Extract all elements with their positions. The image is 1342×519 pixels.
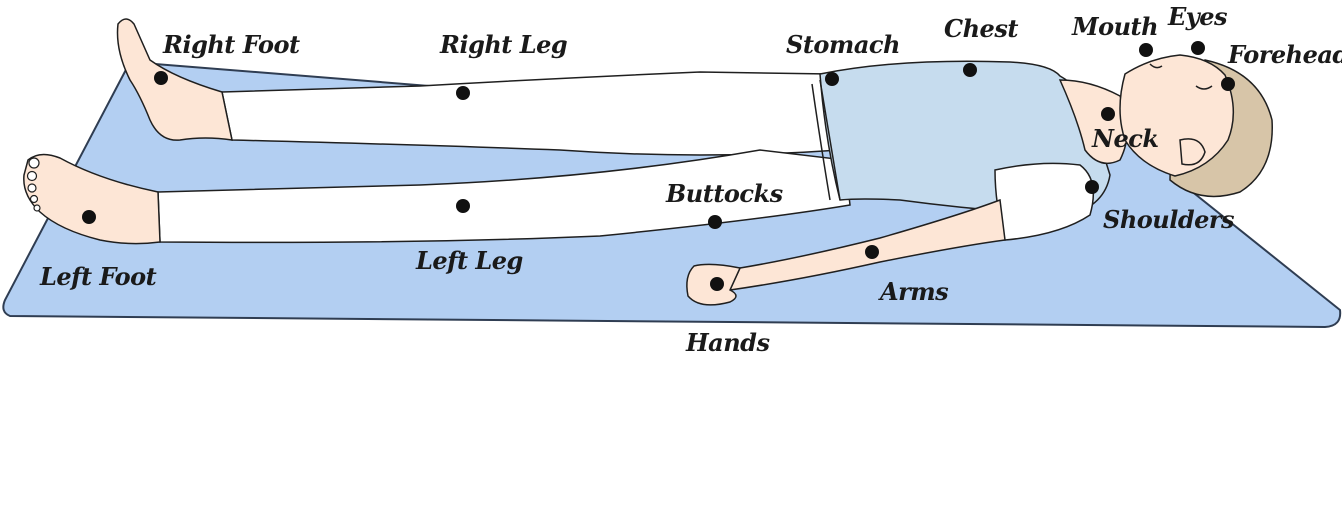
neck-shape [1058,79,1129,165]
label-buttocks: Buttocks [666,179,783,208]
marker-arms [865,245,879,259]
face-shape [1119,54,1235,177]
label-left-leg: Left Leg [416,246,523,275]
label-stomach: Stomach [786,30,900,59]
label-chest: Chest [944,14,1018,43]
label-right-leg: Right Leg [440,30,568,59]
marker-buttocks [708,215,722,229]
left-toe-5 [33,204,41,212]
label-neck: Neck [1092,124,1159,153]
marker-hands [710,277,724,291]
right-foot-shape [116,18,233,141]
label-arms: Arms [880,277,949,306]
closed-eye [1195,85,1213,90]
marker-stomach [825,72,839,86]
waistband-line [819,79,841,201]
right-leg-shape [221,71,841,156]
marker-chest [963,63,977,77]
marker-neck [1101,107,1115,121]
label-left-foot: Left Foot [40,262,157,291]
ear-shape [1179,138,1206,166]
left-toe-4 [29,194,39,204]
left-toe-1 [28,157,40,169]
waistband-line-2 [811,83,831,201]
label-eyes: Eyes [1168,2,1228,31]
marker-forehead [1221,77,1235,91]
label-hands: Hands [686,328,770,357]
label-mouth: Mouth [1072,12,1159,41]
marker-right-foot [154,71,168,85]
label-right-foot: Right Foot [163,30,300,59]
label-forehead: Forehead [1228,40,1342,69]
mouth-shape [1149,63,1163,69]
label-shoulders: Shoulders [1103,205,1235,234]
left-leg-shape [157,149,851,244]
marker-mouth [1139,43,1153,57]
marker-left-leg [456,199,470,213]
left-toe-2 [26,170,38,182]
marker-eyes [1191,41,1205,55]
marker-shoulders [1085,180,1099,194]
marker-left-foot [82,210,96,224]
left-toe-3 [27,183,37,193]
marker-right-leg [456,86,470,100]
